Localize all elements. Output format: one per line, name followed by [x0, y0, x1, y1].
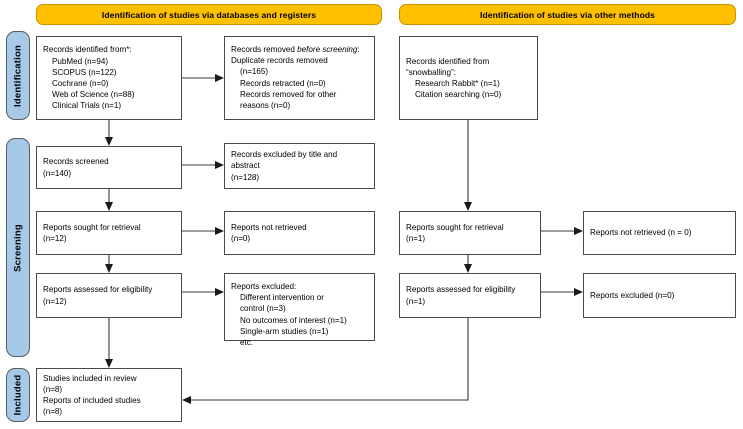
studies-included-text: Studies included in review (n=8) Reports…: [43, 373, 141, 417]
records-snowballing-text: Records identified from “snowballing”: R…: [406, 56, 502, 100]
box-reports-not-retrieved-other: Reports not retrieved (n = 0): [583, 211, 736, 255]
box-reports-sought: Reports sought for retrieval (n=12): [36, 211, 182, 255]
reports-sought-text: Reports sought for retrieval (n=12): [43, 222, 141, 243]
reports-assessed-text: Reports assessed for eligibility (n=12): [43, 285, 153, 306]
phase-label-screening: Screening: [12, 223, 24, 272]
box-records-identified: Records identified from*: PubMed (n=94) …: [36, 36, 182, 120]
box-reports-excluded-other: Reports excluded (n=0): [583, 273, 736, 318]
records-excluded-text: Records excluded by title and abstract (…: [231, 150, 338, 182]
box-records-screened: Records screened (n=140): [36, 146, 182, 189]
reports-not-retrieved-other-text: Reports not retrieved (n = 0): [590, 228, 692, 238]
reports-excluded-text: Reports excluded: Different intervention…: [231, 282, 347, 348]
box-reports-sought-other: Reports sought for retrieval (n=1): [399, 211, 541, 255]
box-records-removed: Records removed before screening: Duplic…: [224, 36, 375, 120]
box-reports-assessed: Reports assessed for eligibility (n=12): [36, 273, 182, 318]
header-databases-registers: Identification of studies via databases …: [36, 4, 382, 25]
reports-assessed-other-text: Reports assessed for eligibility (n=1): [406, 285, 516, 306]
header-other-label: Identification of studies via other meth…: [480, 9, 655, 20]
box-records-excluded: Records excluded by title and abstract (…: [224, 143, 375, 189]
phase-tab-identification: Identification: [6, 31, 30, 120]
box-reports-not-retrieved: Reports not retrieved (n=0): [224, 211, 375, 255]
phase-label-included: Included: [12, 374, 24, 416]
reports-not-retrieved-text: Reports not retrieved (n=0): [231, 222, 307, 243]
records-identified-text: Records identified from*: PubMed (n=94) …: [43, 45, 135, 111]
box-studies-included: Studies included in review (n=8) Reports…: [36, 368, 182, 422]
header-databases-label: Identification of studies via databases …: [101, 9, 317, 20]
header-other-methods: Identification of studies via other meth…: [399, 4, 736, 25]
reports-sought-other-text: Reports sought for retrieval (n=1): [406, 222, 504, 243]
records-removed-title-italic: before screening: [297, 45, 358, 54]
records-removed-text: Records removed before screening: Duplic…: [231, 44, 368, 111]
reports-excluded-other-text: Reports excluded (n=0): [590, 290, 675, 300]
records-removed-title-tail: :: [357, 45, 360, 54]
box-reports-assessed-other: Reports assessed for eligibility (n=1): [399, 273, 541, 318]
records-removed-items: Duplicate records removed (n=165) Record…: [231, 56, 337, 111]
phase-tab-screening: Screening: [6, 138, 30, 357]
phase-tab-included: Included: [6, 368, 30, 422]
box-reports-excluded: Reports excluded: Different intervention…: [224, 273, 375, 347]
box-records-snowballing: Records identified from “snowballing”: R…: [399, 36, 538, 120]
records-screened-text: Records screened (n=140): [43, 157, 109, 178]
phase-label-identification: Identification: [12, 44, 24, 107]
records-removed-title-plain: Records removed: [231, 45, 298, 54]
